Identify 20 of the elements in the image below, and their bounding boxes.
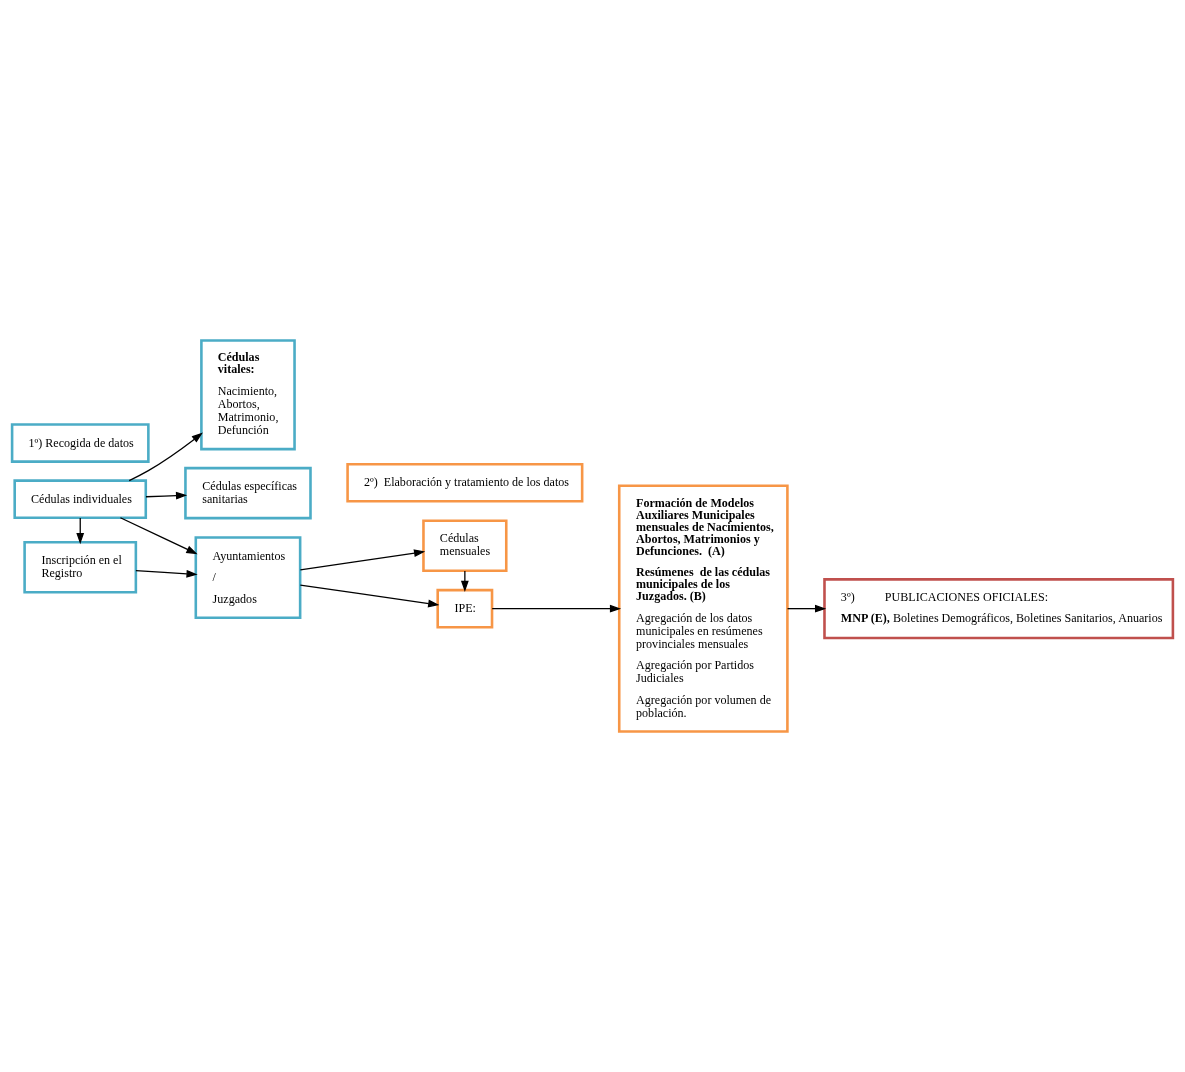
arrow xyxy=(299,549,426,571)
arrow xyxy=(299,584,440,608)
node-box: Ayuntamientos / Juzgados xyxy=(194,536,302,619)
arrow xyxy=(119,517,198,555)
node-box: Cédulas mensuales xyxy=(422,519,508,572)
arrow xyxy=(135,569,198,578)
node-box: Cédulas específicas sanitarias xyxy=(184,466,312,520)
node-box: Cédulas vitales: Nacimiento, Abortos, Matrimonio, Defunción xyxy=(200,339,296,451)
arrow xyxy=(128,432,203,482)
arrow xyxy=(491,604,622,613)
node-box: Cédulas individuales xyxy=(13,479,148,519)
arrow xyxy=(145,491,188,500)
node-box: 2º) Elaboración y tratamiento de los datos xyxy=(346,462,584,503)
node-box: Formación de Modelos Auxiliares Municipales mensuales de Nacimientos, Abortos, Matrimonios y Defunciones. (A) Resúmenes de las cédulas municipales de los Juzgados. (B) Agregación de los datos municipales en resúmenes provinciales mensuales Agregación por Partidos Judiciales Agregación por volumen de población. xyxy=(617,484,789,733)
node-box: 1º) Recogida de datos xyxy=(10,423,150,463)
arrow xyxy=(786,604,827,613)
node-box: IPE: xyxy=(436,588,494,629)
node-box: 3º) PUBLICACIONES OFICIALES: MNP (E), Boletines Demográficos, Boletines Sanitarios, Anuarios xyxy=(823,578,1175,640)
node-box: Inscripción en el Registro xyxy=(23,540,138,594)
arrow xyxy=(460,570,469,592)
